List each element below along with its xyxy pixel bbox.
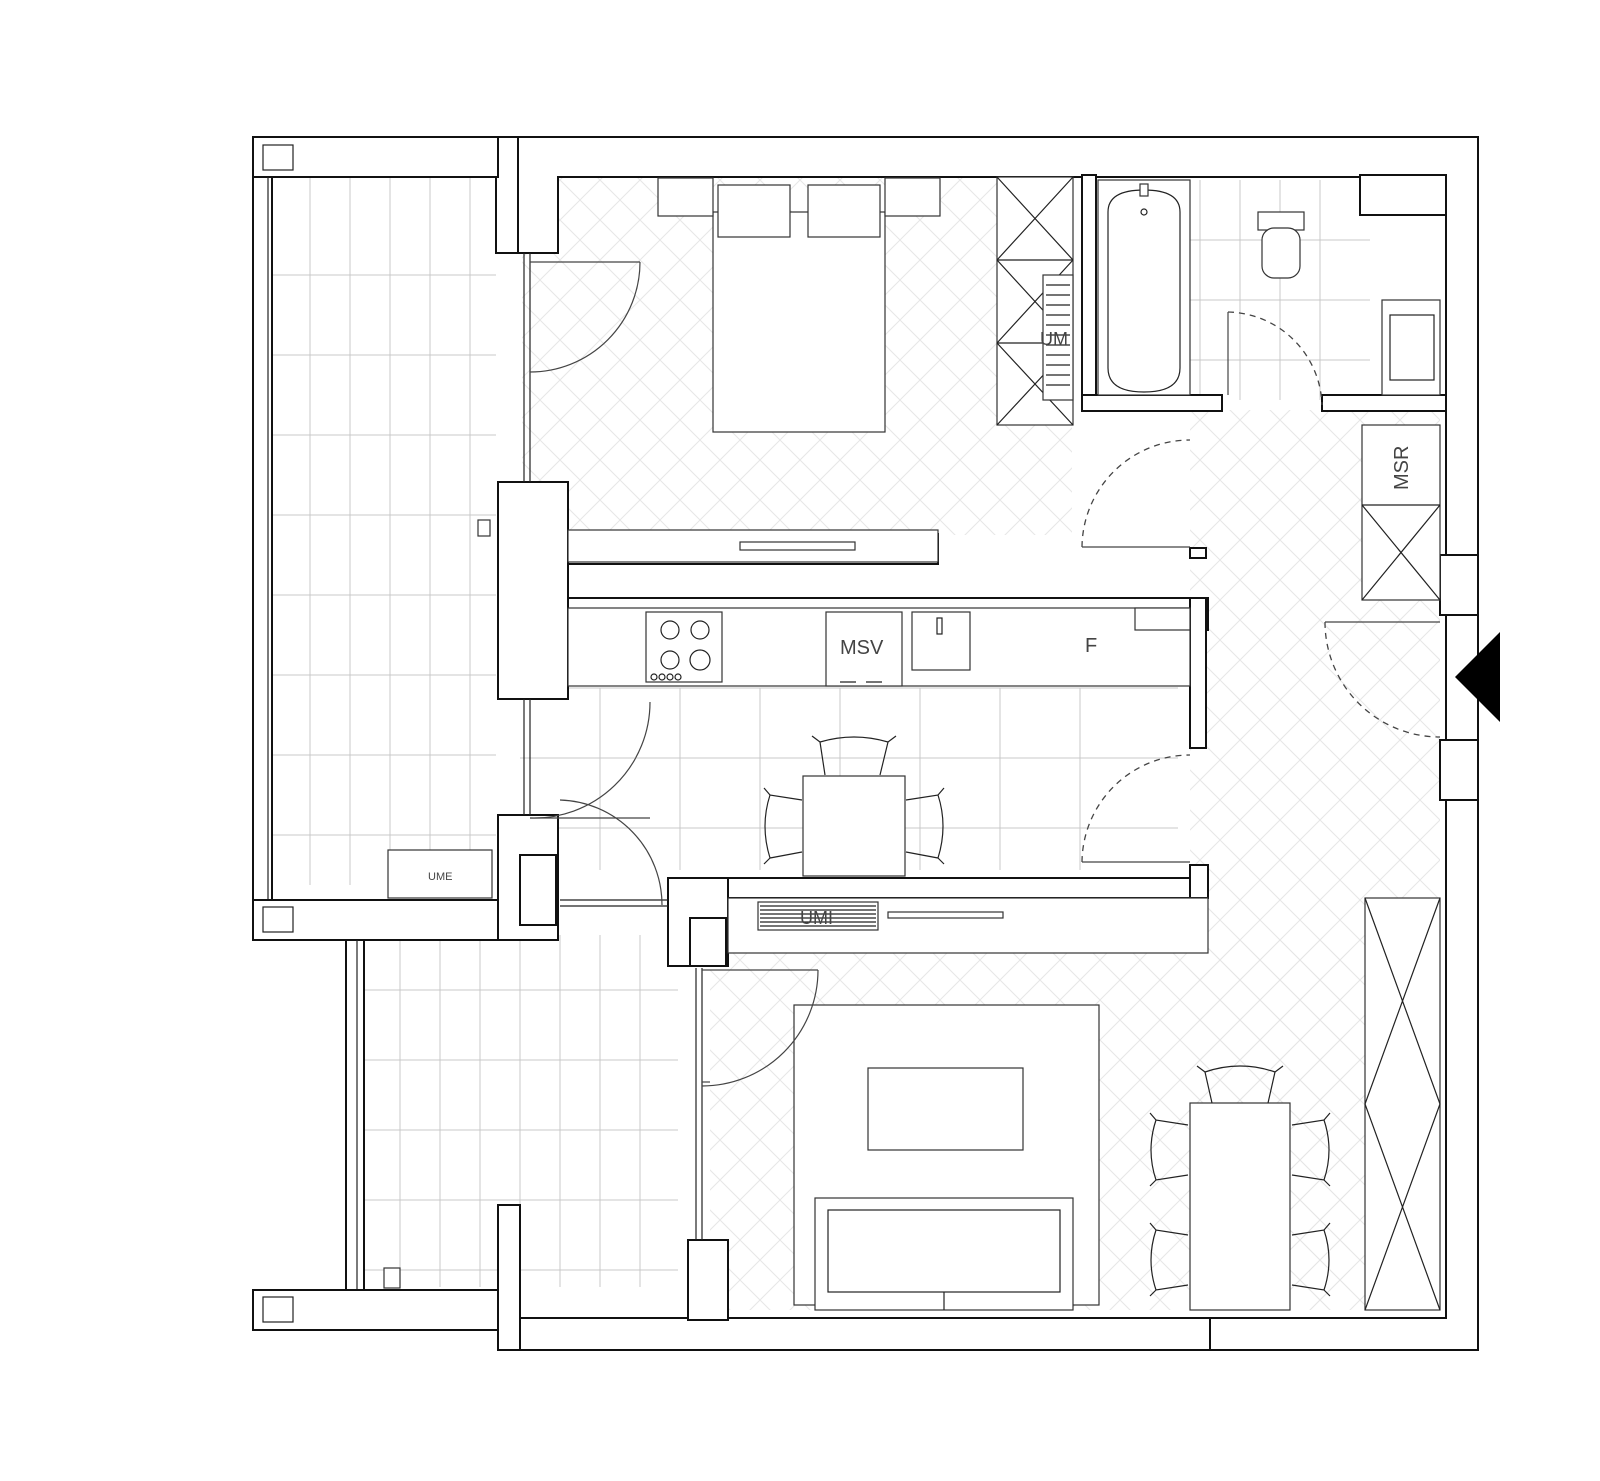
- tv: [739, 541, 856, 551]
- exterior-walls: [495, 136, 1479, 1351]
- label-f: F: [1085, 635, 1097, 657]
- tv-living: [887, 911, 1004, 919]
- sink: [911, 611, 971, 671]
- nightstand-right: [884, 177, 941, 217]
- dining-table-kitchen: [802, 775, 906, 877]
- dishwasher: [825, 611, 903, 687]
- cooktop: [645, 611, 723, 683]
- living-room: [701, 969, 1331, 1311]
- dining-table: [1189, 1102, 1291, 1311]
- entrance-arrow-icon: [1455, 632, 1500, 722]
- pillow-left: [717, 184, 791, 238]
- ume-unit: [387, 849, 493, 899]
- bed: [712, 211, 886, 433]
- toilet-tank: [1257, 211, 1305, 231]
- bedroom: UM: [529, 176, 1074, 563]
- pillow-right: [807, 184, 881, 238]
- balcony-lower: [252, 939, 499, 1331]
- kitchen: MSV F: [529, 607, 1191, 906]
- label-um: UM: [1040, 329, 1068, 349]
- label-umi: UMI: [800, 908, 833, 928]
- label-msr: MSR: [1391, 446, 1413, 490]
- toilet-bowl: [1261, 227, 1301, 279]
- label-ume: UME: [428, 871, 452, 883]
- label-msv: MSV: [840, 637, 884, 659]
- entrance-wardrobe: [1364, 897, 1441, 1311]
- windows: [523, 253, 703, 1240]
- sofa: [814, 1197, 1074, 1311]
- coffee-table: [867, 1067, 1024, 1151]
- msr-cabinet: [1361, 424, 1441, 601]
- bathroom: [1097, 179, 1441, 406]
- sink-cabinet: [1381, 299, 1441, 396]
- balcony-upper-grid: [272, 175, 496, 885]
- bathtub: [1097, 179, 1191, 396]
- nightstand-left: [657, 177, 714, 217]
- balcony-upper: [252, 136, 554, 941]
- utility: UMI UME: [387, 849, 1209, 954]
- hall: MSR: [1081, 424, 1500, 1311]
